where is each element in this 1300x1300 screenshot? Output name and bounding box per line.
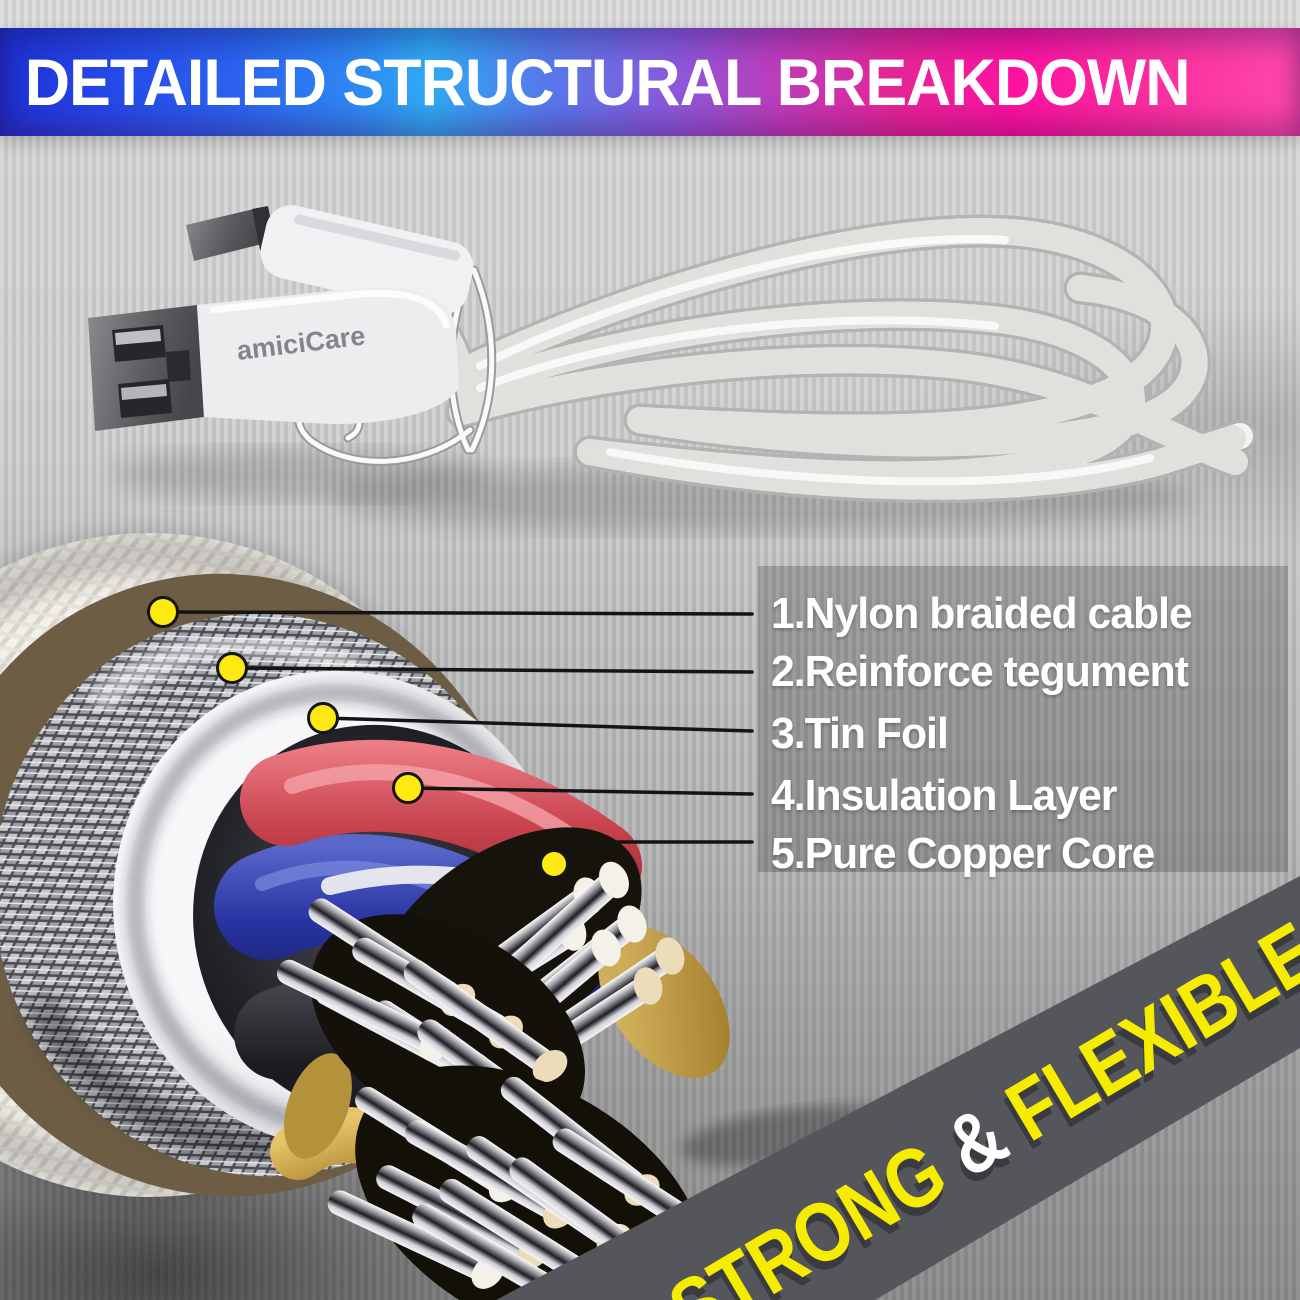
callout-dot-2 bbox=[216, 652, 248, 684]
callout-line-2 bbox=[230, 666, 754, 674]
callout-dot-1 bbox=[147, 596, 179, 628]
micro-usb-housing bbox=[260, 205, 474, 315]
micro-usb-connector bbox=[186, 205, 474, 315]
callout-label-4: 4.Insulation Layer bbox=[771, 771, 1117, 820]
cutaway-diagram bbox=[0, 533, 1050, 1300]
usb-a-contact-holes bbox=[112, 325, 191, 418]
micro-usb-metal-tip bbox=[186, 208, 266, 261]
wire-red-highlight bbox=[284, 764, 593, 854]
bundle-a-gold bbox=[598, 926, 730, 1078]
callout-label-5: 5.Pure Copper Core bbox=[771, 829, 1155, 878]
body-highlight bbox=[209, 289, 451, 329]
callout-dot-3 bbox=[307, 702, 339, 734]
title-banner: DETAILED STRUCTURAL BREAKDOWN bbox=[0, 28, 1300, 136]
page-title: DETAILED STRUCTURAL BREAKDOWN bbox=[24, 45, 1191, 119]
cable-coil bbox=[323, 214, 1257, 504]
usb-a-connector: amiciCare bbox=[88, 287, 459, 431]
callout-line-3 bbox=[321, 716, 754, 733]
callout-dot-4 bbox=[392, 772, 424, 804]
cable-photo: amiciCare bbox=[88, 205, 1257, 532]
callout-label-3: 3.Tin Foil bbox=[771, 709, 949, 758]
copper-strand-bundles bbox=[268, 827, 731, 1300]
housing-seam bbox=[294, 214, 461, 261]
callout-label-1: 1.Nylon braided cable bbox=[771, 589, 1193, 638]
ribbon-banner bbox=[496, 876, 1300, 1300]
callout-label-panel: 1.Nylon braided cable 2.Reinforce tegume… bbox=[758, 566, 1288, 876]
gold-wrap-patch bbox=[284, 1053, 352, 1159]
callout-dot-5 bbox=[539, 849, 569, 879]
callout-dots bbox=[147, 596, 569, 879]
callout-line-4 bbox=[406, 786, 754, 796]
callout-label-2: 2.Reinforce tegument bbox=[771, 647, 1189, 696]
callout-line-1 bbox=[161, 610, 754, 616]
usb-a-plastic-body bbox=[197, 287, 459, 425]
